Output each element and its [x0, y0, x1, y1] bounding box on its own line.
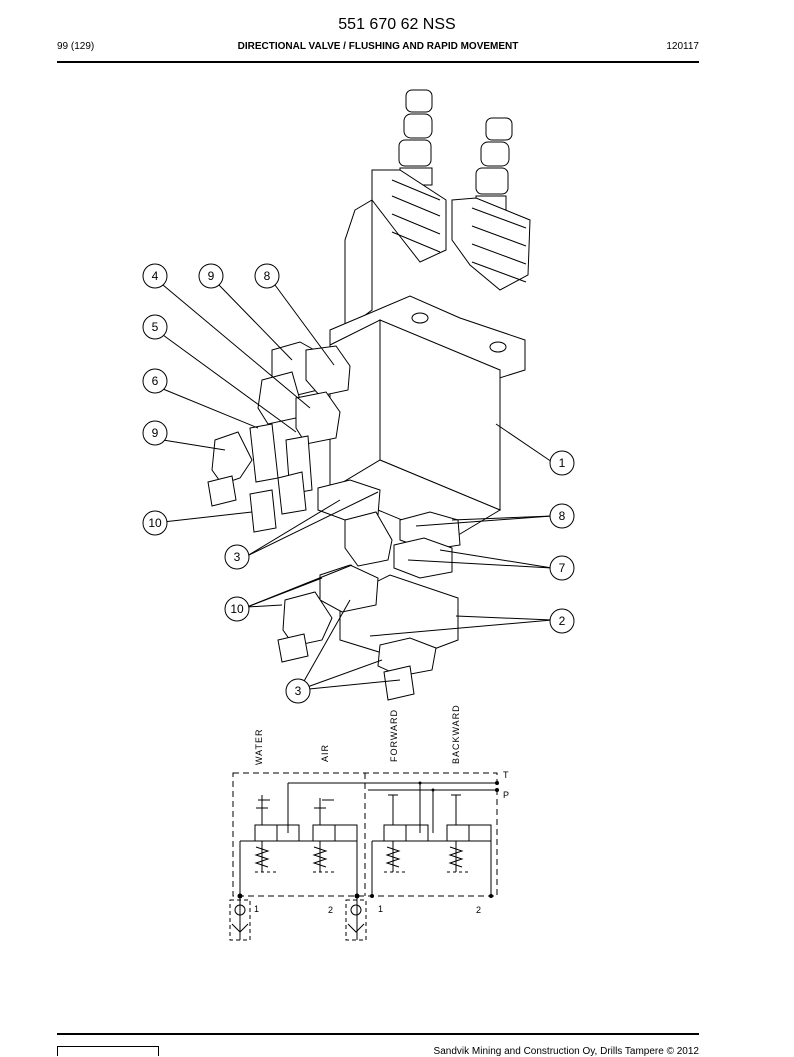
- document-number: 551 670 62 NSS: [338, 16, 456, 33]
- callout-8: 8: [549, 503, 575, 529]
- callout-4: 4: [142, 263, 168, 289]
- callout-2: 2: [549, 608, 575, 634]
- footer-copyright: Sandvik Mining and Construction Oy, Dril…: [433, 1046, 699, 1057]
- callout-10: 10: [142, 510, 168, 536]
- svg-text:9: 9: [152, 426, 159, 440]
- svg-text:7: 7: [559, 561, 566, 575]
- section-2b: 2: [476, 905, 482, 915]
- svg-text:8: 8: [264, 269, 271, 283]
- callout-3: 3: [285, 678, 311, 704]
- port-t: T: [503, 770, 510, 780]
- section-1a: 1: [254, 904, 260, 914]
- schematic-labels: WATER AIR FORWARD BACKWARD T P 1 2 1 2: [254, 704, 510, 915]
- callout-5: 5: [142, 314, 168, 340]
- header-row: 99 (129) DIRECTIONAL VALVE / FLUSHING AN…: [57, 41, 699, 55]
- callout-1: 1: [549, 450, 575, 476]
- header-rule: [57, 61, 699, 63]
- callout-7: 7: [549, 555, 575, 581]
- footer-rule: [57, 1033, 699, 1035]
- section-1b: 1: [378, 904, 384, 914]
- svg-text:6: 6: [152, 374, 159, 388]
- date-code: 120117: [666, 41, 699, 52]
- svg-text:10: 10: [230, 602, 244, 616]
- callout-9: 9: [198, 263, 224, 289]
- svg-text:1: 1: [559, 456, 566, 470]
- svg-text:5: 5: [152, 320, 159, 334]
- callout-10: 10: [224, 596, 250, 622]
- section-2a: 2: [328, 905, 334, 915]
- svg-text:2: 2: [559, 614, 566, 628]
- label-water: WATER: [254, 729, 264, 766]
- section-title: DIRECTIONAL VALVE / FLUSHING AND RAPID M…: [237, 41, 519, 52]
- svg-text:8: 8: [559, 509, 566, 523]
- callout-9: 9: [142, 420, 168, 446]
- svg-text:4: 4: [152, 269, 159, 283]
- label-air: AIR: [320, 744, 330, 762]
- label-forward: FORWARD: [389, 709, 399, 762]
- callout-8: 8: [254, 263, 280, 289]
- port-p: P: [503, 790, 510, 800]
- svg-text:3: 3: [234, 550, 241, 564]
- sandvik-logo: [57, 1046, 159, 1056]
- page-number: 99 (129): [57, 41, 95, 52]
- svg-text:3: 3: [295, 684, 302, 698]
- callout-6: 6: [142, 368, 168, 394]
- svg-text:9: 9: [208, 269, 215, 283]
- label-backward: BACKWARD: [451, 704, 461, 764]
- callout-3: 3: [224, 544, 250, 570]
- svg-text:10: 10: [148, 516, 162, 530]
